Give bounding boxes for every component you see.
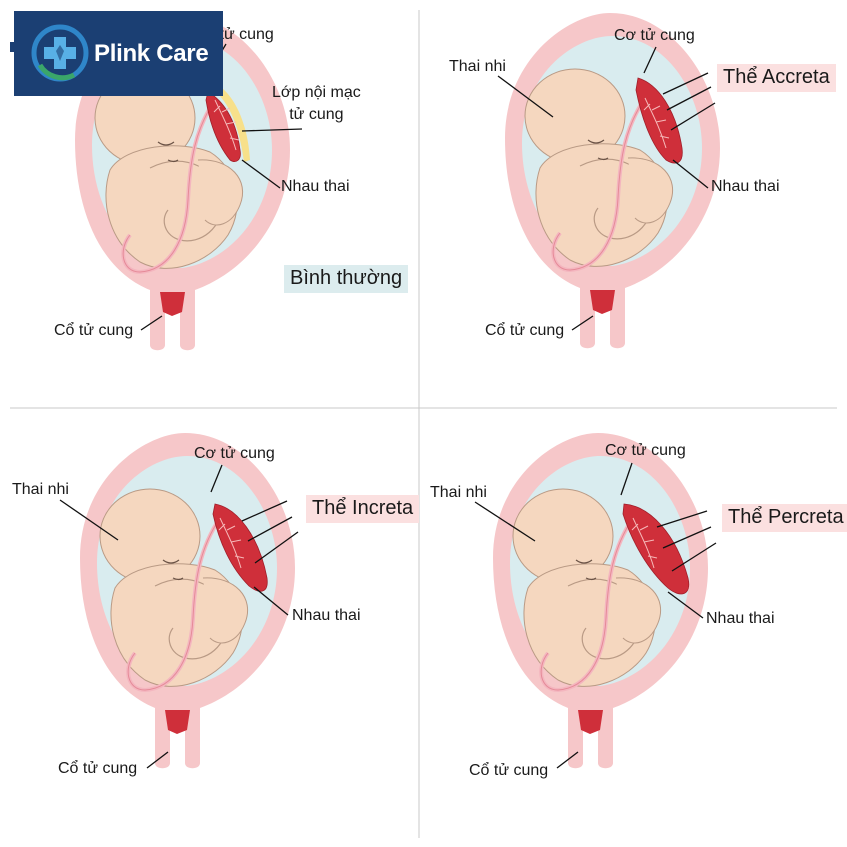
leader-myometrium-increta bbox=[210, 464, 223, 493]
label-cervix-accreta: Cổ tử cung bbox=[485, 322, 565, 339]
leader-villi-a2-accreta bbox=[666, 86, 712, 111]
title-normal: Bình thường bbox=[284, 265, 409, 293]
placenta-veins-increta bbox=[218, 517, 245, 569]
label-myometrium-percreta: Cơ tử cung bbox=[605, 442, 686, 459]
placenta-veins-percreta bbox=[631, 517, 658, 569]
label-myometrium-accreta: Cơ tử cung bbox=[614, 27, 695, 44]
leader-cervix-percreta bbox=[556, 751, 579, 769]
leader-villi-a1-increta bbox=[241, 500, 288, 522]
label-placenta-normal: Nhau thai bbox=[281, 178, 350, 195]
leader-villi-a3-increta bbox=[254, 531, 299, 564]
title-percreta: Thể Percreta bbox=[722, 504, 847, 532]
leader-villi-a2-increta bbox=[247, 516, 293, 542]
label-endometrium-normal: Lớp nội mạc tử cung bbox=[272, 84, 361, 123]
label-myometrium-increta: Cơ tử cung bbox=[194, 445, 275, 462]
cervix-plug-normal bbox=[160, 292, 185, 316]
leader-myometrium-accreta bbox=[643, 46, 657, 74]
umbilical-cord-line-increta bbox=[127, 517, 221, 691]
fetus-foot-increta bbox=[202, 577, 249, 644]
leader-myometrium-percreta bbox=[620, 462, 633, 496]
label-cervix-percreta: Cổ tử cung bbox=[469, 762, 549, 779]
placenta-accreta bbox=[635, 77, 683, 164]
leader-placenta-accreta bbox=[672, 159, 709, 189]
leader-cervix-normal bbox=[140, 315, 163, 331]
brand-banner: Plink Care bbox=[10, 11, 223, 96]
fetus-foot-accreta bbox=[627, 157, 674, 224]
leader-villi-a1-accreta bbox=[662, 72, 709, 95]
panel-increta bbox=[80, 433, 295, 769]
leader-fetus-percreta bbox=[474, 501, 536, 542]
cervix-plug-increta bbox=[165, 710, 190, 734]
placenta-increta bbox=[212, 503, 268, 592]
brand-side-mark bbox=[10, 42, 14, 52]
panel-percreta bbox=[493, 433, 708, 769]
fetus-eye-percreta bbox=[575, 559, 593, 564]
label-fetus-increta: Thai nhi bbox=[12, 481, 69, 498]
umbilical-cord-line-normal bbox=[122, 99, 216, 273]
endometrium-normal bbox=[218, 88, 250, 162]
fetus-eye-increta bbox=[162, 559, 180, 564]
fetus-mouth-increta bbox=[172, 577, 184, 581]
label-fetus-accreta: Thai nhi bbox=[449, 58, 506, 75]
cervix-plug-accreta bbox=[590, 290, 615, 314]
placenta-normal bbox=[205, 91, 241, 162]
panel-accreta bbox=[505, 13, 720, 349]
plink-care-logo-icon bbox=[31, 24, 89, 82]
label-cervix-normal: Cổ tử cung bbox=[54, 322, 134, 339]
cervix-plug-percreta bbox=[578, 710, 603, 734]
leader-placenta-percreta bbox=[667, 591, 704, 619]
leader-endometrium-normal bbox=[241, 128, 303, 132]
leader-villi-a3-percreta bbox=[671, 542, 717, 572]
panel-normal bbox=[75, 15, 290, 351]
leader-cervix-increta bbox=[146, 751, 169, 769]
leader-fetus-increta bbox=[59, 499, 119, 541]
title-increta: Thể Increta bbox=[306, 495, 420, 523]
fetus-mouth-normal bbox=[167, 159, 179, 163]
fetus-foot-percreta bbox=[615, 577, 662, 644]
placenta-veins-normal bbox=[213, 99, 240, 151]
fetus-foot-normal bbox=[197, 159, 244, 226]
fetus-eye-normal bbox=[157, 141, 175, 146]
leader-placenta-normal bbox=[241, 159, 281, 189]
umbilical-cord-line-percreta bbox=[540, 517, 634, 691]
leader-villi-a2-percreta bbox=[662, 526, 712, 549]
leader-cervix-accreta bbox=[571, 315, 594, 331]
label-placenta-percreta: Nhau thai bbox=[706, 610, 775, 627]
fetus-mouth-accreta bbox=[597, 157, 609, 161]
umbilical-cord-line-accreta bbox=[552, 97, 646, 271]
label-placenta-increta: Nhau thai bbox=[292, 607, 361, 624]
leader-villi-a3-accreta bbox=[670, 102, 716, 131]
label-placenta-accreta: Nhau thai bbox=[711, 178, 780, 195]
fetus-mouth-percreta bbox=[585, 577, 597, 581]
label-myometrium-normal: Cơ tử cung bbox=[193, 26, 274, 43]
brand-name: Plink Care bbox=[94, 40, 209, 67]
label-fetus-percreta: Thai nhi bbox=[430, 484, 487, 501]
placenta-veins-accreta bbox=[643, 97, 670, 149]
leader-villi-a1-percreta bbox=[656, 510, 708, 528]
leader-lines bbox=[59, 43, 717, 769]
leader-placenta-increta bbox=[253, 586, 289, 616]
fetus-eye-accreta bbox=[587, 139, 605, 144]
title-accreta: Thể Accreta bbox=[717, 64, 836, 92]
leader-fetus-accreta bbox=[497, 75, 554, 118]
label-cervix-increta: Cổ tử cung bbox=[58, 760, 138, 777]
